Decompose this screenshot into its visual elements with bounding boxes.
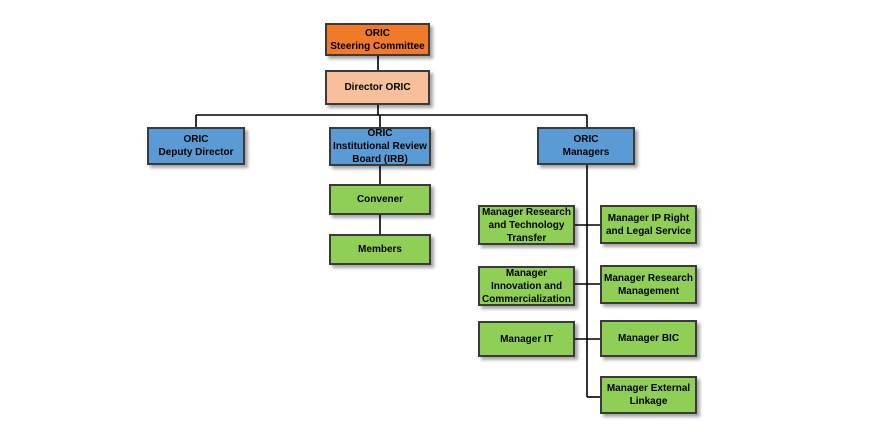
manager-bic-box: Manager BIC	[600, 320, 697, 357]
manager-ip-right-legal-box: Manager IP Right and Legal Service	[600, 205, 697, 244]
steering-committee-box: ORIC Steering Committee	[325, 23, 430, 56]
deputy-director-box: ORIC Deputy Director	[147, 127, 245, 165]
director-oric-box: Director ORIC	[325, 70, 430, 105]
manager-external-linkage-box: Manager External Linkage	[600, 376, 697, 414]
manager-it-box: Manager IT	[478, 321, 575, 357]
managers-box: ORIC Managers	[537, 127, 635, 165]
members-box: Members	[329, 234, 431, 265]
manager-research-management-box: Manager Research Management	[600, 265, 697, 304]
manager-research-technology-transfer-box: Manager Research and Technology Transfer	[478, 205, 575, 245]
irb-box: ORIC Institutional Review Board (IRB)	[329, 127, 431, 166]
manager-innovation-commercialization-box: Manager Innovation and Commercialization	[478, 266, 575, 306]
convener-box: Convener	[329, 184, 431, 215]
